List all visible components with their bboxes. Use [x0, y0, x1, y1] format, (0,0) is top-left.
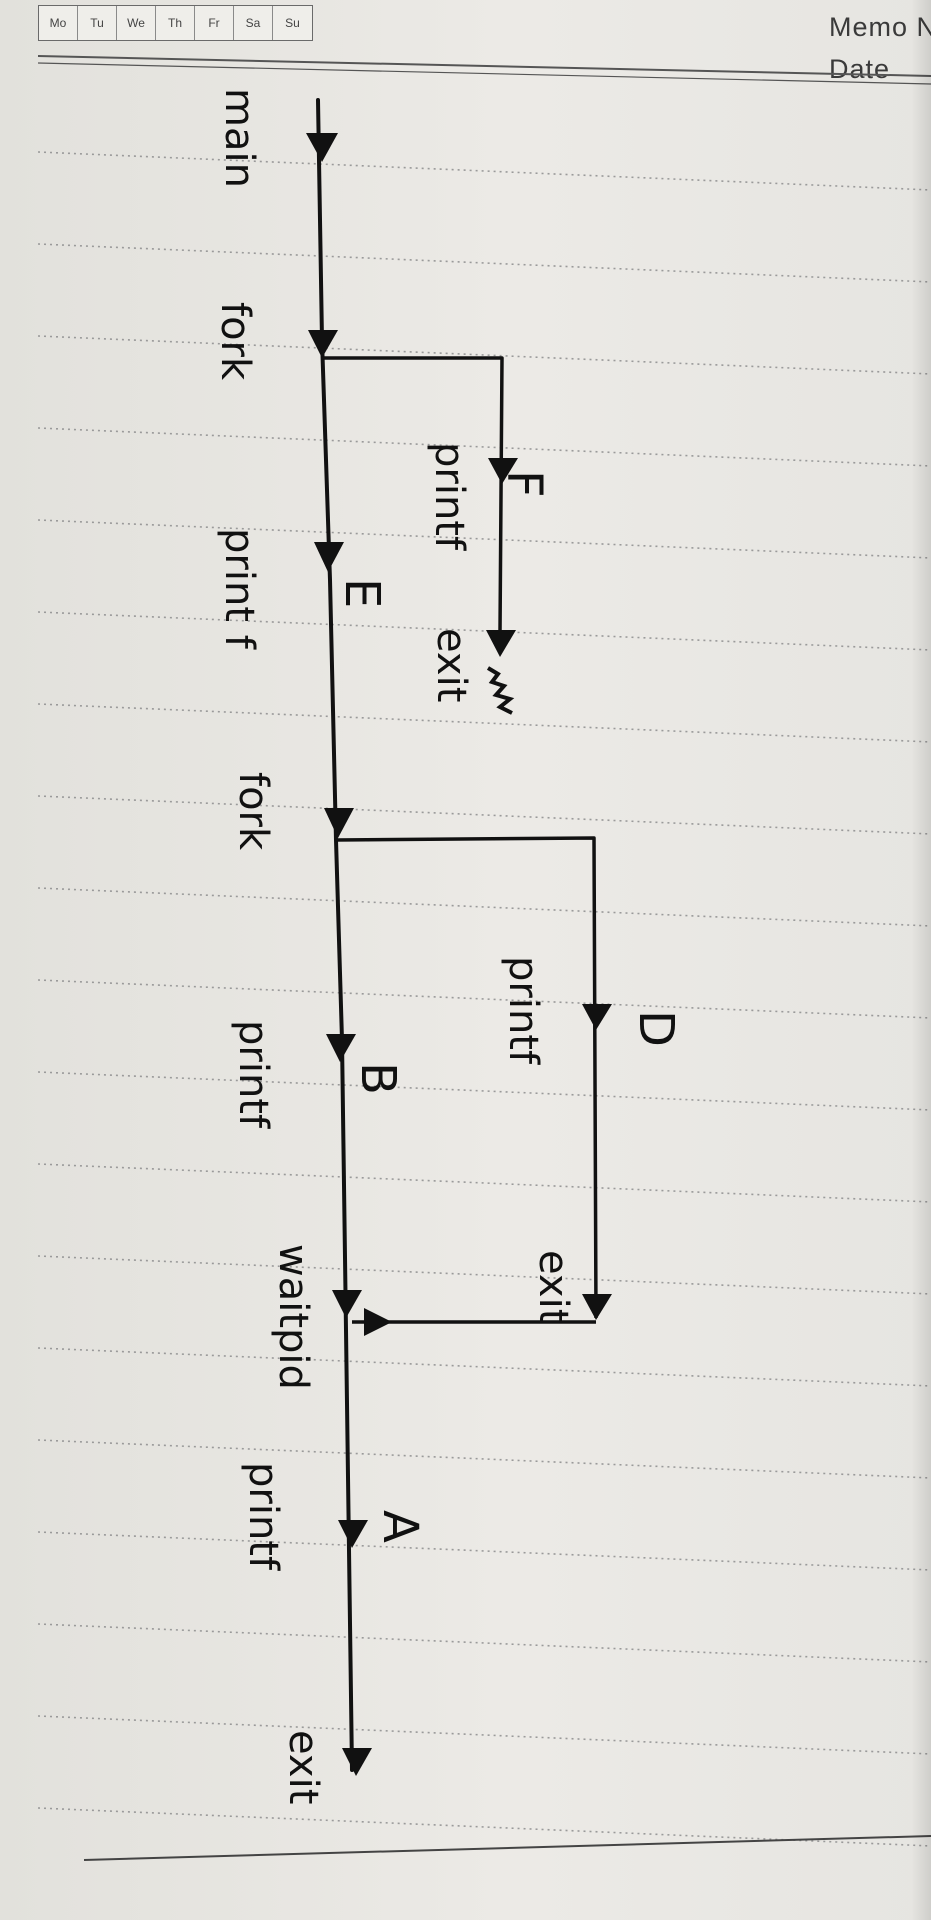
- marker-exit-f: [486, 630, 516, 657]
- ruled-line: [37, 1071, 931, 1111]
- ruled-line: [37, 887, 931, 927]
- ruled-line: [37, 335, 931, 375]
- ruled-line: [37, 1531, 931, 1571]
- marker-main-start: [306, 133, 338, 162]
- weekday-su: Su: [285, 16, 300, 30]
- label-printf-d: printf: [500, 956, 546, 1065]
- marker-fork1: [308, 330, 338, 358]
- marker-printf-f: [488, 458, 518, 484]
- bottom-rule: [83, 1835, 931, 1861]
- label-printf-a: printf: [240, 1462, 286, 1571]
- ruled-line: [37, 795, 931, 835]
- scribble-crossed-out-word: [486, 666, 515, 715]
- event-markers: [306, 133, 612, 1776]
- weekday-we: We: [117, 6, 156, 40]
- header-separator: [37, 55, 931, 85]
- marker-waitpid: [332, 1290, 362, 1318]
- label-letter-b: B: [350, 1062, 406, 1095]
- label-exit-d: exit: [530, 1250, 576, 1324]
- ruled-line: [37, 611, 931, 651]
- label-waitpid: waitpid: [270, 1244, 316, 1390]
- marker-printf-e: [314, 542, 344, 572]
- label-letter-a: A: [372, 1510, 428, 1543]
- ruled-line: [37, 243, 931, 283]
- label-letter-d: D: [628, 1010, 684, 1047]
- fork-branch-d: [335, 836, 598, 1319]
- label-main: main: [216, 88, 262, 188]
- marker-printf-d: [582, 1004, 612, 1030]
- marker-printf-a: [338, 1520, 368, 1548]
- marker-return-arrowhead: [364, 1308, 392, 1336]
- label-fork-2: fork: [230, 772, 276, 851]
- ruled-line: [37, 519, 931, 559]
- weekday-strip: Mo Tu We Th Fr Sa Su: [38, 5, 313, 41]
- ruled-lines: [37, 151, 931, 1861]
- weekday-tu: Tu: [78, 6, 117, 40]
- diagram-labels: main fork printf F exit print f E fork p…: [212, 88, 684, 1804]
- marker-exit-main: [342, 1748, 372, 1776]
- ruled-line: [37, 1439, 931, 1479]
- ruled-line: [37, 703, 931, 743]
- weekday-fr: Fr: [195, 6, 234, 40]
- weekday-th: Th: [156, 6, 195, 40]
- date-label: Date: [829, 54, 891, 84]
- marker-exit-d: [582, 1294, 612, 1320]
- label-letter-e: E: [334, 578, 390, 608]
- ruled-line: [37, 427, 931, 467]
- ruled-line: [37, 979, 931, 1019]
- page-edge-shadow: [911, 0, 931, 1920]
- label-printf-e: print f: [216, 528, 262, 650]
- label-fork-1: fork: [212, 302, 258, 381]
- label-printf-b: printf: [230, 1020, 276, 1129]
- label-exit-main: exit: [280, 1730, 326, 1804]
- ruled-line: [37, 1347, 931, 1387]
- marker-printf-b: [326, 1034, 356, 1062]
- weekday-mo: Mo: [39, 6, 78, 40]
- label-letter-f: F: [496, 470, 552, 498]
- ruled-line: [37, 1255, 931, 1295]
- ruled-line: [37, 151, 931, 191]
- label-printf-f: printf: [426, 442, 472, 551]
- memo-label: Memo N: [829, 12, 931, 42]
- marker-fork2: [324, 808, 354, 838]
- ruled-line: [37, 1163, 931, 1203]
- weekday-sa: Sa: [234, 6, 273, 40]
- ruled-line: [37, 1715, 931, 1755]
- ruled-line: [37, 1623, 931, 1663]
- fork-branch-f: [322, 356, 504, 633]
- label-exit-f: exit: [428, 628, 474, 702]
